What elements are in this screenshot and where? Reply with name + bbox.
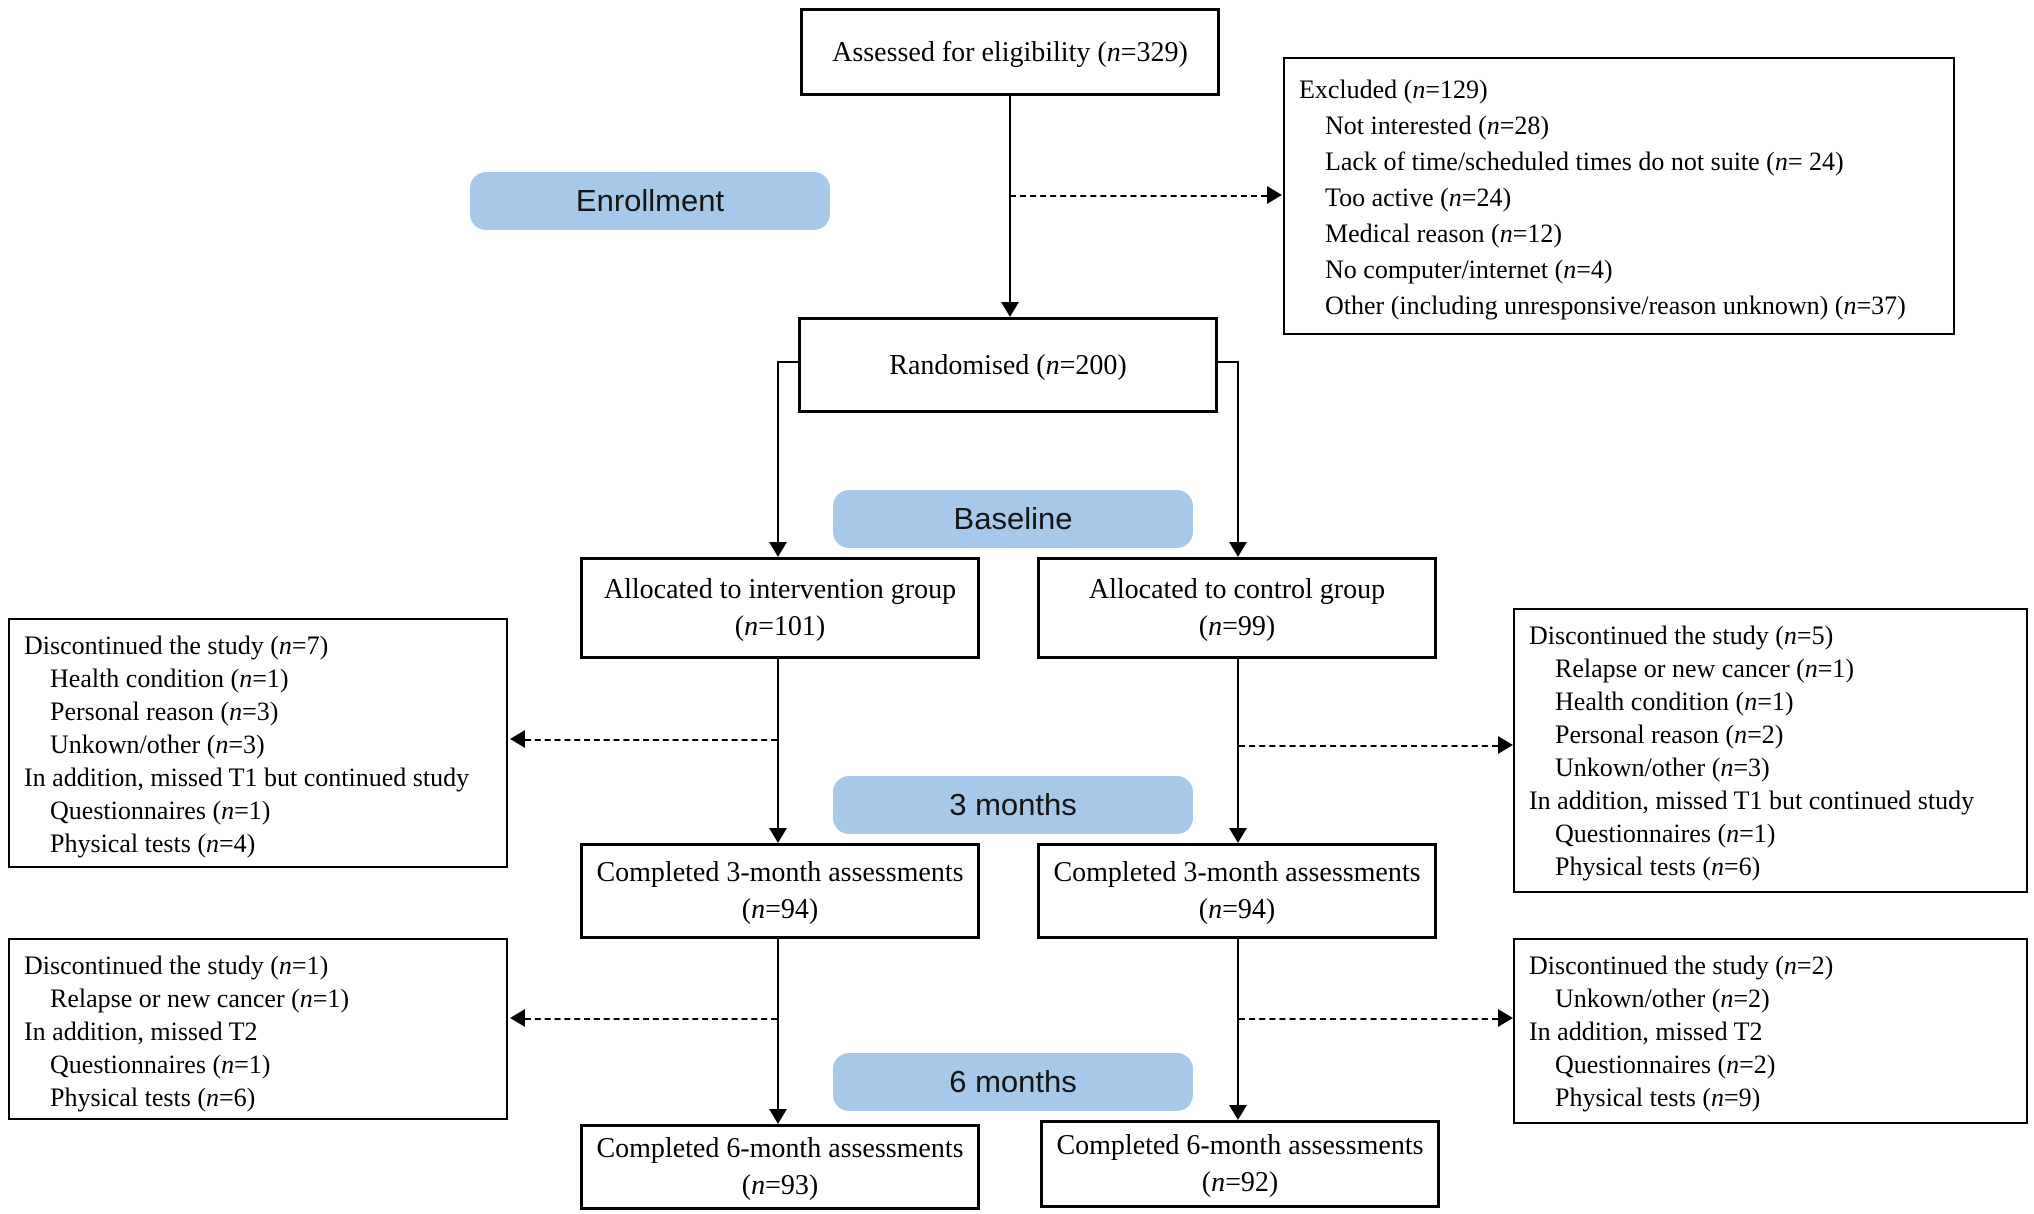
- reason-line: In addition, missed T1 but continued stu…: [24, 763, 470, 792]
- six-months-stage-label: 6 months: [949, 1064, 1077, 1099]
- reason-line: Discontinued the study (n=1): [24, 951, 329, 980]
- allocated-control-line2: (n=99): [1198, 611, 1276, 642]
- reason-line: In addition, missed T2: [1529, 1017, 1763, 1046]
- reason-line: Health condition (n=1): [50, 664, 289, 693]
- completed-3m-intervention-box: Completed 3-month assessments (n=94): [580, 843, 980, 939]
- reason-line: Discontinued the study (n=7): [24, 631, 329, 660]
- dashed-connector-excluded: [1010, 195, 1267, 197]
- connector-assessed-to-randomised: [1009, 96, 1011, 302]
- connector-3m-to-6m-control: [1237, 939, 1239, 1105]
- connector-randomised-to-intervention: [777, 362, 779, 542]
- connector-randomised-left-elbow: [777, 361, 798, 363]
- reason-line: Questionnaires (n=1): [50, 796, 271, 825]
- completed-3m-intervention-line1: Completed 3-month assessments: [596, 857, 964, 888]
- dashed-connector-dropout-6m-intervention: [525, 1018, 777, 1020]
- reason-line: Other (including unresponsive/reason unk…: [1325, 291, 1906, 320]
- three-months-stage-label: 3 months: [949, 787, 1077, 822]
- dashed-connector-dropout-6m-control: [1239, 1018, 1498, 1020]
- reason-line: Discontinued the study (n=5): [1529, 621, 1834, 650]
- reason-line: Not interested (n=28): [1325, 111, 1550, 140]
- connector-intervention-to-3m: [777, 659, 779, 828]
- reason-line: Physical tests (n=6): [50, 1083, 256, 1112]
- dropout-intervention-3m-box: Discontinued the study (n=7) Health condi…: [8, 618, 508, 868]
- reason-line: Medical reason (n=12): [1325, 219, 1563, 248]
- arrowhead-down-control: [1229, 542, 1247, 557]
- reason-line: Questionnaires (n=1): [1555, 819, 1776, 848]
- dropout-control-6m-box: Discontinued the study (n=2) Unkown/other…: [1513, 938, 2028, 1124]
- arrowhead-right-dropout-3m: [1498, 736, 1513, 754]
- completed-6m-control-line2: (n=92): [1201, 1167, 1279, 1198]
- reason-line: No computer/internet (n=4): [1325, 255, 1613, 284]
- baseline-stage-badge: Baseline: [833, 490, 1193, 548]
- completed-3m-control-line2: (n=94): [1198, 894, 1276, 925]
- reason-line: Health condition (n=1): [1555, 687, 1794, 716]
- reason-line: Personal reason (n=2): [1555, 720, 1784, 749]
- arrowhead-left-dropout-3m: [510, 730, 525, 748]
- reason-line: Physical tests (n=6): [1555, 852, 1761, 881]
- connector-randomised-right-elbow: [1218, 361, 1239, 363]
- reason-line: Lack of time/scheduled times do not suit…: [1325, 147, 1844, 176]
- completed-6m-intervention-box: Completed 6-month assessments (n=93): [580, 1124, 980, 1210]
- connector-randomised-to-control: [1237, 362, 1239, 542]
- arrowhead-right-excluded: [1267, 186, 1282, 204]
- allocated-control-box: Allocated to control group (n=99): [1037, 557, 1437, 659]
- arrowhead-down-3m-control: [1229, 828, 1247, 843]
- reason-line: Questionnaires (n=2): [1555, 1050, 1776, 1079]
- reason-line: Questionnaires (n=1): [50, 1050, 271, 1079]
- three-months-stage-badge: 3 months: [833, 776, 1193, 834]
- arrowhead-down-3m-intervention: [769, 828, 787, 843]
- dashed-connector-dropout-3m-intervention: [525, 739, 777, 741]
- dropout-control-3m-box: Discontinued the study (n=5) Relapse or n…: [1513, 608, 2028, 893]
- enrollment-stage-label: Enrollment: [575, 183, 725, 218]
- dropout-intervention-6m-box: Discontinued the study (n=1) Relapse or n…: [8, 938, 508, 1120]
- reason-line: Excluded (n=129): [1299, 75, 1488, 104]
- arrowhead-down-randomised: [1001, 302, 1019, 317]
- completed-6m-control-line1: Completed 6-month assessments: [1056, 1130, 1424, 1161]
- assessed-eligibility-label: Assessed for eligibility (n=329): [832, 36, 1188, 68]
- randomised-label: Randomised (n=200): [889, 349, 1127, 381]
- reason-line: Unkown/other (n=3): [50, 730, 265, 759]
- reason-line: Too active (n=24): [1325, 183, 1512, 212]
- arrowhead-down-6m-control: [1229, 1105, 1247, 1120]
- reason-line: In addition, missed T2: [24, 1017, 258, 1046]
- connector-3m-to-6m-intervention: [777, 939, 779, 1109]
- allocated-intervention-line2: (n=101): [734, 611, 826, 642]
- reason-line: Unkown/other (n=3): [1555, 753, 1770, 782]
- allocated-intervention-box: Allocated to intervention group (n=101): [580, 557, 980, 659]
- reason-line: Physical tests (n=4): [50, 829, 256, 858]
- reason-line: Unkown/other (n=2): [1555, 984, 1770, 1013]
- connector-control-to-3m: [1237, 659, 1239, 828]
- dashed-connector-dropout-3m-control: [1239, 745, 1498, 747]
- completed-3m-control-box: Completed 3-month assessments (n=94): [1037, 843, 1437, 939]
- baseline-stage-label: Baseline: [953, 501, 1073, 536]
- completed-3m-intervention-line2: (n=94): [741, 894, 819, 925]
- arrowhead-left-dropout-6m: [510, 1009, 525, 1027]
- allocated-control-line1: Allocated to control group: [1088, 574, 1386, 605]
- arrowhead-down-6m-intervention: [769, 1109, 787, 1124]
- assessed-eligibility-box: Assessed for eligibility (n=329): [800, 8, 1220, 96]
- arrowhead-right-dropout-6m: [1498, 1009, 1513, 1027]
- excluded-box: Excluded (n=129) Not interested (n=28) Lac…: [1283, 57, 1955, 335]
- reason-line: Personal reason (n=3): [50, 697, 279, 726]
- completed-6m-intervention-line2: (n=93): [741, 1170, 819, 1201]
- randomised-box: Randomised (n=200): [798, 317, 1218, 413]
- reason-line: Relapse or new cancer (n=1): [50, 984, 350, 1013]
- enrollment-stage-badge: Enrollment: [470, 172, 830, 230]
- completed-6m-control-box: Completed 6-month assessments (n=92): [1040, 1120, 1440, 1208]
- completed-3m-control-line1: Completed 3-month assessments: [1053, 857, 1421, 888]
- reason-line: Physical tests (n=9): [1555, 1083, 1761, 1112]
- reason-line: Relapse or new cancer (n=1): [1555, 654, 1855, 683]
- reason-line: Discontinued the study (n=2): [1529, 951, 1834, 980]
- allocated-intervention-line1: Allocated to intervention group: [603, 574, 957, 605]
- completed-6m-intervention-line1: Completed 6-month assessments: [596, 1133, 964, 1164]
- arrowhead-down-intervention: [769, 542, 787, 557]
- six-months-stage-badge: 6 months: [833, 1053, 1193, 1111]
- reason-line: In addition, missed T1 but continued stu…: [1529, 786, 1975, 815]
